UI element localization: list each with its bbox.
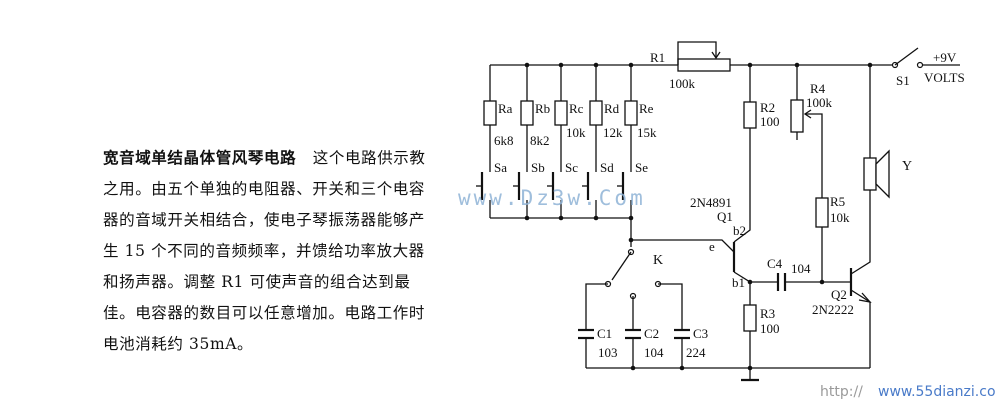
r4-trimmer: R4 100k: [790, 62, 833, 282]
sd-label: Sd: [600, 160, 614, 175]
rc-value: 10k: [566, 125, 586, 140]
ra-label: Ra: [498, 101, 513, 116]
rc-label: Rc: [569, 101, 584, 116]
r5-label: R5: [830, 194, 845, 209]
r2-value: 100: [760, 114, 780, 129]
r5-value: 10k: [830, 210, 850, 225]
r1-label: R1: [650, 50, 665, 65]
k-selector-switch: K: [585, 253, 683, 330]
c4-label: C4: [767, 256, 783, 271]
speaker-label: Y: [902, 159, 912, 174]
r2-resistor: R2 100: [743, 100, 780, 129]
sa-label: Sa: [494, 160, 507, 175]
ra-value: 6k8: [494, 133, 514, 148]
c2-label: C2: [644, 326, 659, 341]
q1-base1-label: b1: [732, 275, 745, 290]
q1-type: 2N4891: [690, 195, 732, 210]
emitter-network: e: [611, 218, 735, 281]
rb-label: Rb: [535, 101, 550, 116]
q1-base2-label: b2: [733, 223, 746, 238]
supply-unit: VOLTS: [924, 70, 965, 85]
sc-label: Sc: [565, 160, 578, 175]
r3-label: R3: [760, 306, 775, 321]
watermark-site: www.55dianzi.com: [878, 384, 995, 400]
switch-bank: Sa Sb Sc Sd Se: [476, 125, 648, 221]
watermark-center: www.Dz3w.Com: [458, 186, 646, 210]
re-label: Re: [639, 101, 654, 116]
circuit-description: 宽音域单结晶体管风琴电路 这个电路供示教之用。由五个单独的电阻器、开关和三个电容…: [103, 142, 433, 360]
r2-label: R2: [760, 100, 775, 115]
sb-label: Sb: [531, 160, 545, 175]
r1-value: 100k: [669, 76, 696, 91]
q2-type: 2N2222: [812, 302, 854, 317]
s1-switch: S1 +9V VOLTS: [891, 47, 965, 88]
k-label: K: [653, 253, 663, 268]
supply-voltage: +9V: [933, 50, 957, 65]
re-value: 15k: [637, 125, 657, 140]
ground-rail: [586, 365, 870, 382]
q1-label: Q1: [717, 209, 733, 224]
c4-capacitor: C4 104: [747, 256, 851, 291]
r3-resistor: R3 100: [743, 304, 780, 368]
watermark-prefix: http://: [820, 384, 863, 400]
c3-value: 224: [686, 345, 706, 360]
resistor-ladder: Ra 6k8 Rb 8k2 Rc 10k Rd 12k Re 15k: [483, 62, 657, 148]
r3-value: 100: [760, 321, 780, 336]
q2-npn-transistor: Q2 2N2222: [812, 190, 872, 368]
speaker-y: Y: [863, 62, 912, 199]
c1-value: 103: [598, 345, 618, 360]
rb-value: 8k2: [530, 133, 550, 148]
q1-emitter-label: e: [709, 239, 715, 254]
q2-label: Q2: [831, 287, 847, 302]
r4-label: R4: [810, 81, 826, 96]
description-body: 这个电路供示教之用。由五个单独的电阻器、开关和三个电容器的音域开关相结合，使电子…: [103, 149, 426, 353]
r5-resistor: R5 10k: [815, 194, 850, 228]
q1-ujt-transistor: 2N4891 Q1 b2 b1: [690, 62, 753, 305]
rd-label: Rd: [604, 101, 620, 116]
description-title: 宽音域单结晶体管风琴电路: [103, 148, 297, 167]
se-label: Se: [635, 160, 648, 175]
r1-potentiometer: R1 100k: [650, 41, 731, 91]
s1-label: S1: [896, 73, 910, 88]
capacitor-bank: C1 103 C2 104 C3 224: [578, 326, 708, 368]
rd-value: 12k: [603, 125, 623, 140]
c1-label: C1: [597, 326, 612, 341]
c2-value: 104: [644, 345, 664, 360]
c4-value: 104: [791, 261, 811, 276]
c3-label: C3: [693, 326, 708, 341]
r4-value: 100k: [806, 95, 833, 110]
